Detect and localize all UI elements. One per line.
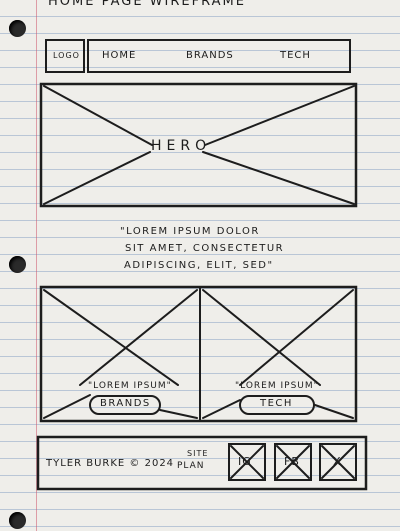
card-cross-line <box>239 289 354 386</box>
intro-line: Sit amet, Consectetur <box>125 243 285 254</box>
card-cross-line <box>43 394 91 419</box>
card-cross-line <box>43 289 179 386</box>
card-quote: "LOREM IPSUM" <box>88 381 172 391</box>
hero-cross-line <box>204 85 355 146</box>
hero-cross-line <box>43 151 151 205</box>
hero-label: HERO <box>151 138 212 154</box>
ig-box <box>228 443 266 481</box>
footer-credit: TYLER BURKE © 2024 <box>46 458 175 469</box>
hero-cross-line <box>43 85 153 146</box>
margin-line <box>36 0 37 531</box>
nav-home-link[interactable]: HOME <box>102 50 137 61</box>
card-cross-line <box>202 289 321 386</box>
tech-button-outline <box>239 395 315 415</box>
x-box <box>319 443 357 481</box>
brands-button[interactable]: BRANDS <box>100 398 151 409</box>
logo-box <box>45 39 85 73</box>
card-cross-line <box>314 404 354 419</box>
site-plan-link[interactable]: PLAN <box>177 461 205 471</box>
logo-label: LOGO <box>53 51 80 60</box>
fb-box <box>274 443 312 481</box>
card-cross-line <box>202 399 241 419</box>
hero-cross-line <box>202 151 355 205</box>
intro-line: "Lorem Ipsum Dolor <box>120 226 260 237</box>
x-link[interactable]: X <box>333 455 342 468</box>
binder-hole <box>9 20 26 37</box>
tech-button[interactable]: TECH <box>260 398 293 409</box>
binder-hole <box>9 256 26 273</box>
page-title: Home Page Wireframe <box>48 0 246 9</box>
site-plan-link[interactable]: SITE <box>187 449 209 458</box>
fb-link[interactable]: FB <box>284 455 300 468</box>
card-cross-line <box>159 409 198 419</box>
cards-box <box>39 285 358 423</box>
card-quote: "LOREM IPSUM" <box>235 381 319 391</box>
card-cross-line <box>79 289 198 386</box>
binder-hole <box>9 512 26 529</box>
footer-box <box>36 435 368 491</box>
nav-brands-link[interactable]: BRANDS <box>186 50 234 61</box>
ig-link[interactable]: IG <box>238 455 252 468</box>
brands-button-outline <box>89 395 161 415</box>
intro-line: Adipiscing, Elit, Sed" <box>124 260 274 271</box>
hero-box <box>39 82 358 208</box>
nav-bar-box <box>87 39 351 73</box>
nav-tech-link[interactable]: TECH <box>280 50 311 61</box>
